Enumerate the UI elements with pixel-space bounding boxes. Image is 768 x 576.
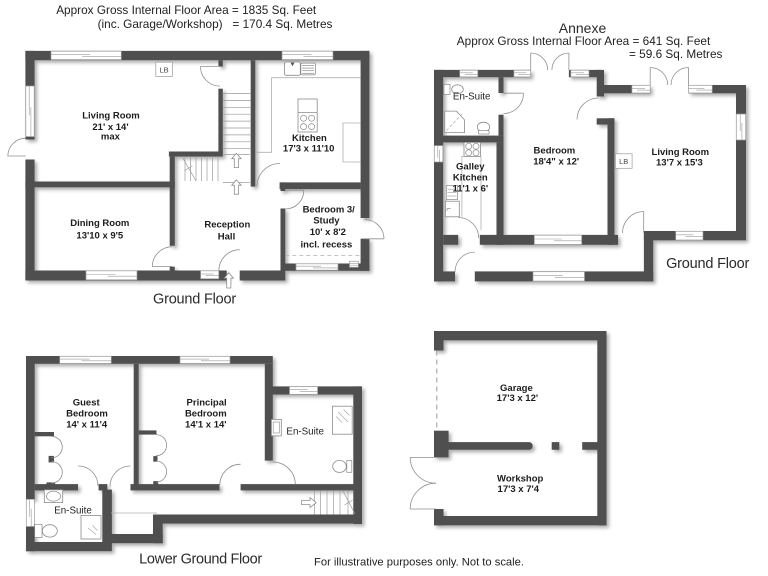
svg-text:Living Room: Living Room [82, 111, 140, 122]
svg-text:13'7 x 15'3: 13'7 x 15'3 [656, 157, 703, 168]
svg-text:13'10 x 9'5: 13'10 x 9'5 [76, 230, 123, 241]
svg-text:Bedroom: Bedroom [534, 146, 576, 157]
svg-text:Bedroom 3/: Bedroom 3/ [303, 204, 356, 215]
svg-text:Ground Floor: Ground Floor [666, 256, 749, 272]
svg-text:Workshop: Workshop [497, 473, 543, 484]
svg-text:Lower Ground Floor: Lower Ground Floor [139, 552, 262, 568]
svg-text:Bedroom: Bedroom [66, 409, 108, 420]
svg-text:Annexe: Annexe [559, 20, 607, 36]
svg-text:En-Suite: En-Suite [286, 426, 324, 437]
svg-text:Hall: Hall [218, 231, 235, 242]
svg-text:Ground Floor: Ground Floor [153, 292, 236, 308]
svg-text:En-Suite: En-Suite [453, 92, 491, 103]
svg-text:incl. recess: incl. recess [301, 239, 353, 250]
svg-text:Kitchen: Kitchen [453, 172, 488, 183]
svg-text:Galley: Galley [456, 161, 485, 172]
svg-text:LB: LB [160, 65, 169, 74]
svg-text:Kitchen: Kitchen [292, 133, 327, 144]
svg-text:17'3 x 7'4: 17'3 x 7'4 [498, 484, 540, 495]
svg-text:14' x 11'4: 14' x 11'4 [66, 420, 108, 431]
svg-text:Bedroom: Bedroom [185, 409, 227, 420]
svg-text:En-Suite: En-Suite [54, 506, 92, 517]
svg-text:11'1 x 6': 11'1 x 6' [452, 184, 488, 195]
svg-text:For illustrative purposes only: For illustrative purposes only. Not to s… [314, 557, 524, 569]
svg-text:14'1 x 14': 14'1 x 14' [185, 420, 227, 431]
svg-text:17'3 x 12': 17'3 x 12' [497, 393, 539, 404]
svg-text:Approx Gross Internal Floor Ar: Approx Gross Internal Floor Area = 1835 … [56, 3, 317, 17]
svg-text:Approx Gross Internal Floor Ar: Approx Gross Internal Floor Area = 641 S… [457, 34, 711, 48]
svg-text:LB: LB [619, 157, 628, 166]
svg-text:Reception: Reception [204, 219, 250, 230]
svg-text:17'3 x 11'10: 17'3 x 11'10 [283, 143, 335, 154]
svg-text:Living Room: Living Room [652, 147, 710, 158]
svg-text:18'4" x 12': 18'4" x 12' [533, 157, 579, 168]
svg-text:10' x 8'2: 10' x 8'2 [310, 227, 346, 238]
svg-text:Study: Study [313, 215, 340, 226]
svg-text:21' x 14': 21' x 14' [92, 122, 128, 133]
svg-text:Garage: Garage [500, 383, 533, 394]
svg-text:Principal: Principal [187, 397, 227, 408]
svg-text:Dining Room: Dining Room [70, 218, 129, 229]
svg-text:max: max [101, 131, 121, 142]
svg-text:= 59.6 Sq. Metres: = 59.6 Sq. Metres [629, 47, 723, 61]
svg-text:(inc. Garage/Workshop) = 170: (inc. Garage/Workshop) = 170.4 Sq. Metre… [98, 17, 333, 31]
svg-text:Guest: Guest [73, 397, 101, 408]
